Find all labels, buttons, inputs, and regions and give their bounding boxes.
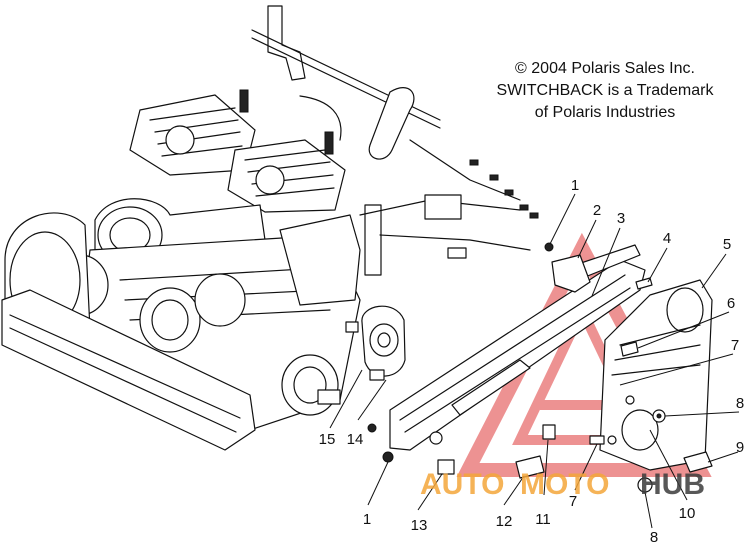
callout-4: 4 <box>663 230 671 247</box>
watermark-moto: MOTO <box>520 468 609 501</box>
callout-3: 3 <box>617 210 625 227</box>
callout-labels: 1 2 3 4 5 6 7 8 9 10 8 7 11 12 13 1 14 1… <box>319 177 745 546</box>
callout-15: 15 <box>319 431 336 448</box>
chassis-bracket <box>389 244 646 451</box>
copyright-line-2: SWITCHBACK is a Trademark <box>496 82 714 99</box>
nut-top <box>544 242 554 252</box>
callout-12: 12 <box>496 513 513 530</box>
copyright-line-1: © 2004 Polaris Sales Inc. <box>515 60 695 77</box>
engine-assembly <box>1 5 539 451</box>
watermark-text: AUTO MOTO HUB <box>420 468 705 501</box>
callout-2: 2 <box>593 202 601 219</box>
watermark-hub: HUB <box>640 468 705 501</box>
callout-1-bottom: 1 <box>363 511 371 528</box>
clip-bracket <box>551 254 591 293</box>
hardware-parts <box>367 242 713 493</box>
callout-5: 5 <box>723 236 731 253</box>
callout-8-bottom: 8 <box>650 529 658 546</box>
leader-lines <box>329 193 740 529</box>
callout-1-top: 1 <box>571 177 579 194</box>
callout-11: 11 <box>535 511 551 528</box>
callout-7-bottom: 7 <box>569 493 577 510</box>
callout-8-right: 8 <box>736 395 744 412</box>
watermark-auto: AUTO <box>420 468 504 501</box>
callout-10: 10 <box>679 505 696 522</box>
callout-9: 9 <box>736 439 744 456</box>
copyright-line-3: of Polaris Industries <box>534 104 676 121</box>
callout-6: 6 <box>727 295 735 312</box>
engine-mount-plate <box>345 305 406 381</box>
callout-14: 14 <box>347 431 364 448</box>
callout-7-right: 7 <box>731 337 739 354</box>
copyright-notice: © 2004 Polaris Sales Inc. SWITCHBACK is … <box>470 58 740 124</box>
callout-13: 13 <box>411 517 428 534</box>
